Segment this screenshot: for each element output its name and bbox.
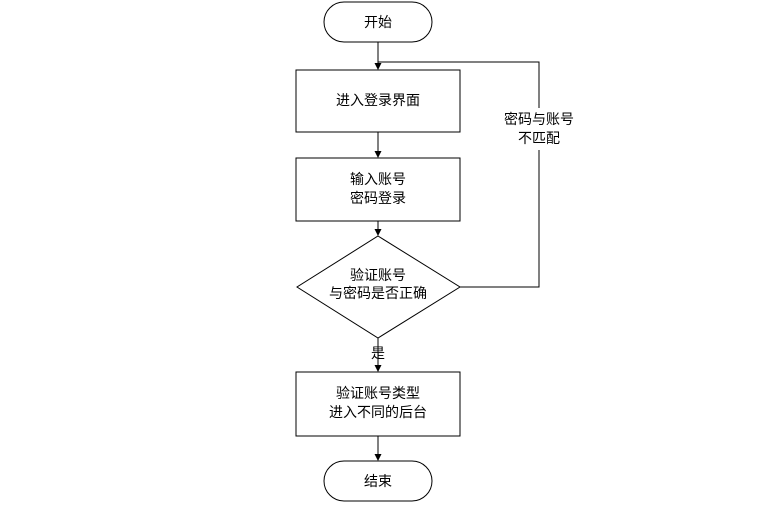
- mismatch-label-line-1: 密码与账号: [504, 111, 574, 128]
- process-input-credentials-shape: [295, 157, 461, 222]
- connector-mismatch-loop: [378, 61, 540, 288]
- end-node: 结束: [323, 460, 433, 502]
- decision-verify-line-2: 与密码是否正确: [329, 285, 427, 302]
- yes-branch-label: 是: [371, 346, 385, 362]
- start-label: 开始: [364, 15, 392, 31]
- start-node: 开始: [323, 1, 433, 43]
- end-terminal-shape: [323, 460, 433, 502]
- arrowhead-decision-top: [374, 229, 382, 236]
- process-route-backend-line-1: 验证账号类型: [336, 386, 420, 402]
- process-route-backend-line-2: 进入不同的后台: [329, 405, 427, 421]
- process-input-credentials: 输入账号 密码登录: [295, 157, 461, 222]
- decision-verify-credentials: 验证账号 与密码是否正确: [296, 235, 461, 339]
- decision-verify-line-1: 验证账号: [350, 268, 406, 284]
- end-label: 结束: [364, 474, 392, 490]
- process-route-backend-shape: [295, 371, 461, 437]
- process-input-credentials-line-2: 密码登录: [350, 190, 406, 207]
- arrowhead-login-top: [374, 63, 382, 70]
- arrowhead-input-top: [374, 151, 382, 158]
- mismatch-label-background: [496, 108, 582, 150]
- process-route-backend: 验证账号类型 进入不同的后台: [295, 371, 461, 437]
- arrowhead-route-top: [374, 365, 382, 372]
- process-input-credentials-line-1: 输入账号: [350, 172, 406, 188]
- process-login-page-shape: [295, 69, 461, 133]
- process-login-page-label: 进入登录界面: [336, 93, 420, 109]
- mismatch-label-line-2: 不匹配: [518, 131, 560, 147]
- arrowhead-end-top: [374, 454, 382, 461]
- process-login-page: 进入登录界面: [295, 69, 461, 133]
